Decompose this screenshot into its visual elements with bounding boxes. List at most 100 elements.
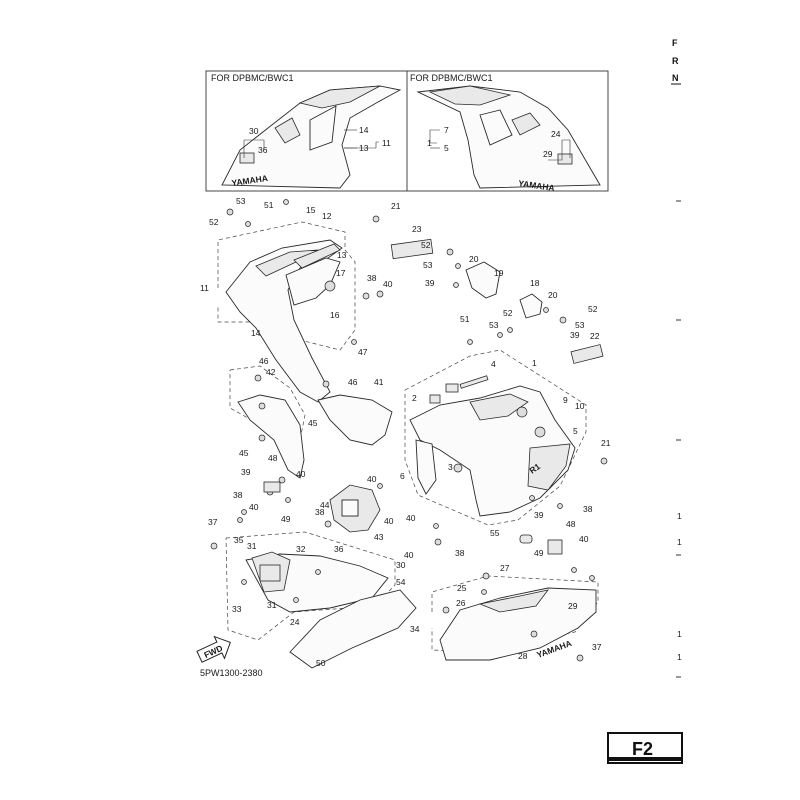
part-callout: 40 — [406, 513, 416, 523]
mid-side-panel — [237, 394, 393, 533]
part-callout: 38 — [455, 548, 465, 558]
part-callout: 48 — [566, 519, 576, 529]
variant-inset-box: FOR DPBMC/BWC1 FOR DPBMC/BWC1 YAMAHA YAM… — [205, 70, 609, 193]
part-callout: 41 — [374, 377, 384, 387]
inset-left-fairing: YAMAHA — [221, 85, 402, 189]
part-callout: 24 — [290, 617, 300, 627]
part-callout: 22 — [590, 331, 600, 341]
part-callout: 44 — [320, 500, 330, 510]
part-callout: 40 — [383, 279, 393, 289]
part-callout: 19 — [494, 268, 504, 278]
part-callout: 21 — [391, 201, 401, 211]
inset-label: 14 — [359, 125, 369, 135]
part-callout: 37 — [208, 517, 218, 527]
inset-label: 30 — [249, 126, 259, 136]
main-side-fairing: R1 — [409, 383, 576, 517]
sheet-badge-label: F2 — [632, 739, 653, 759]
side-header-n: N — [672, 73, 679, 83]
part-callout: 6 — [400, 471, 405, 481]
inset-label: 24 — [551, 129, 561, 139]
inset-label: 7 — [444, 125, 449, 135]
part-callout: 14 — [251, 328, 261, 338]
part-callout: 38 — [367, 273, 377, 283]
part-callout: 38 — [315, 507, 325, 517]
margin-mark: 1 — [677, 537, 682, 547]
part-callout: 35 — [234, 535, 244, 545]
part-callout: 34 — [410, 624, 420, 634]
part-callout: 42 — [266, 367, 276, 377]
part-callout: 1 — [532, 358, 537, 368]
inset-label: 13 — [359, 143, 369, 153]
margin-mark: 1 — [677, 652, 682, 662]
inset-label: 1 — [427, 138, 432, 148]
part-callout: 53 — [575, 320, 585, 330]
part-callout: 51 — [264, 200, 274, 210]
margin-mark: 1 — [677, 511, 682, 521]
part-callout: 18 — [530, 278, 540, 288]
part-callout: 31 — [247, 541, 257, 551]
part-callout: 27 — [500, 563, 510, 573]
inset-leaders — [243, 129, 571, 161]
part-callout: 21 — [601, 438, 611, 448]
part-callout: 39 — [241, 467, 251, 477]
part-callout: 30 — [396, 560, 406, 570]
part-callout: 54 — [396, 577, 406, 587]
inset-right-fairing: YAMAHA — [416, 85, 601, 193]
part-callout: 38 — [233, 490, 243, 500]
part-callout: 50 — [316, 658, 326, 668]
part-callout: 40 — [579, 534, 589, 544]
part-callout: 3 — [448, 462, 453, 472]
part-callout: 23 — [412, 224, 422, 234]
figure-code: 5PW1300-2380 — [200, 668, 263, 678]
part-callout: 4 — [491, 359, 496, 369]
sheet-badge: F2 — [607, 732, 683, 764]
part-callout: 49 — [534, 548, 544, 558]
part-callout: 53 — [489, 320, 499, 330]
part-callout: 15 — [306, 205, 316, 215]
part-callout: 20 — [469, 254, 479, 264]
part-callout: 45 — [239, 448, 249, 458]
part-callout: 39 — [425, 278, 435, 288]
inset-label: 29 — [543, 149, 553, 159]
part-callout: 48 — [268, 453, 278, 463]
part-callout: 39 — [534, 510, 544, 520]
inset-label: 5 — [444, 143, 449, 153]
part-callout: 13 — [337, 250, 347, 260]
upper-side-fairing-left — [225, 239, 343, 403]
part-callout: 9 — [563, 395, 568, 405]
part-callout: 53 — [423, 260, 433, 270]
part-callout: 52 — [209, 217, 219, 227]
part-callout: 28 — [518, 651, 528, 661]
side-header-f: F — [672, 38, 678, 48]
part-callout: 31 — [267, 600, 277, 610]
fwd-arrow: FWD — [196, 635, 231, 663]
part-callout: 10 — [575, 401, 585, 411]
part-callout: 16 — [330, 310, 340, 320]
inset-right-title: FOR DPBMC/BWC1 — [410, 73, 493, 83]
part-callout: 43 — [374, 532, 384, 542]
inset-left-title: FOR DPBMC/BWC1 — [211, 73, 294, 83]
part-callout: 55 — [490, 528, 500, 538]
part-callout: 53 — [236, 196, 246, 206]
part-callout: 2 — [412, 393, 417, 403]
part-callout: 52 — [503, 308, 513, 318]
part-callout: 29 — [568, 601, 578, 611]
lower-cowl-left — [245, 551, 417, 669]
part-callout: 11 — [200, 283, 209, 293]
part-callout: 40 — [249, 502, 259, 512]
part-callout: 25 — [457, 583, 467, 593]
part-callout: 40 — [384, 516, 394, 526]
part-callout: 26 — [456, 598, 466, 608]
part-callout: 46 — [259, 356, 269, 366]
part-callout: 33 — [232, 604, 242, 614]
part-callout: 12 — [322, 211, 332, 221]
part-callout: 17 — [336, 268, 346, 278]
fasteners — [210, 199, 608, 662]
margin-mark: 1 — [677, 629, 682, 639]
part-callout: 40 — [296, 469, 306, 479]
side-header-r: R — [672, 56, 679, 66]
part-callout: 45 — [308, 418, 318, 428]
part-callout: 40 — [404, 550, 414, 560]
part-callout: 36 — [334, 544, 344, 554]
